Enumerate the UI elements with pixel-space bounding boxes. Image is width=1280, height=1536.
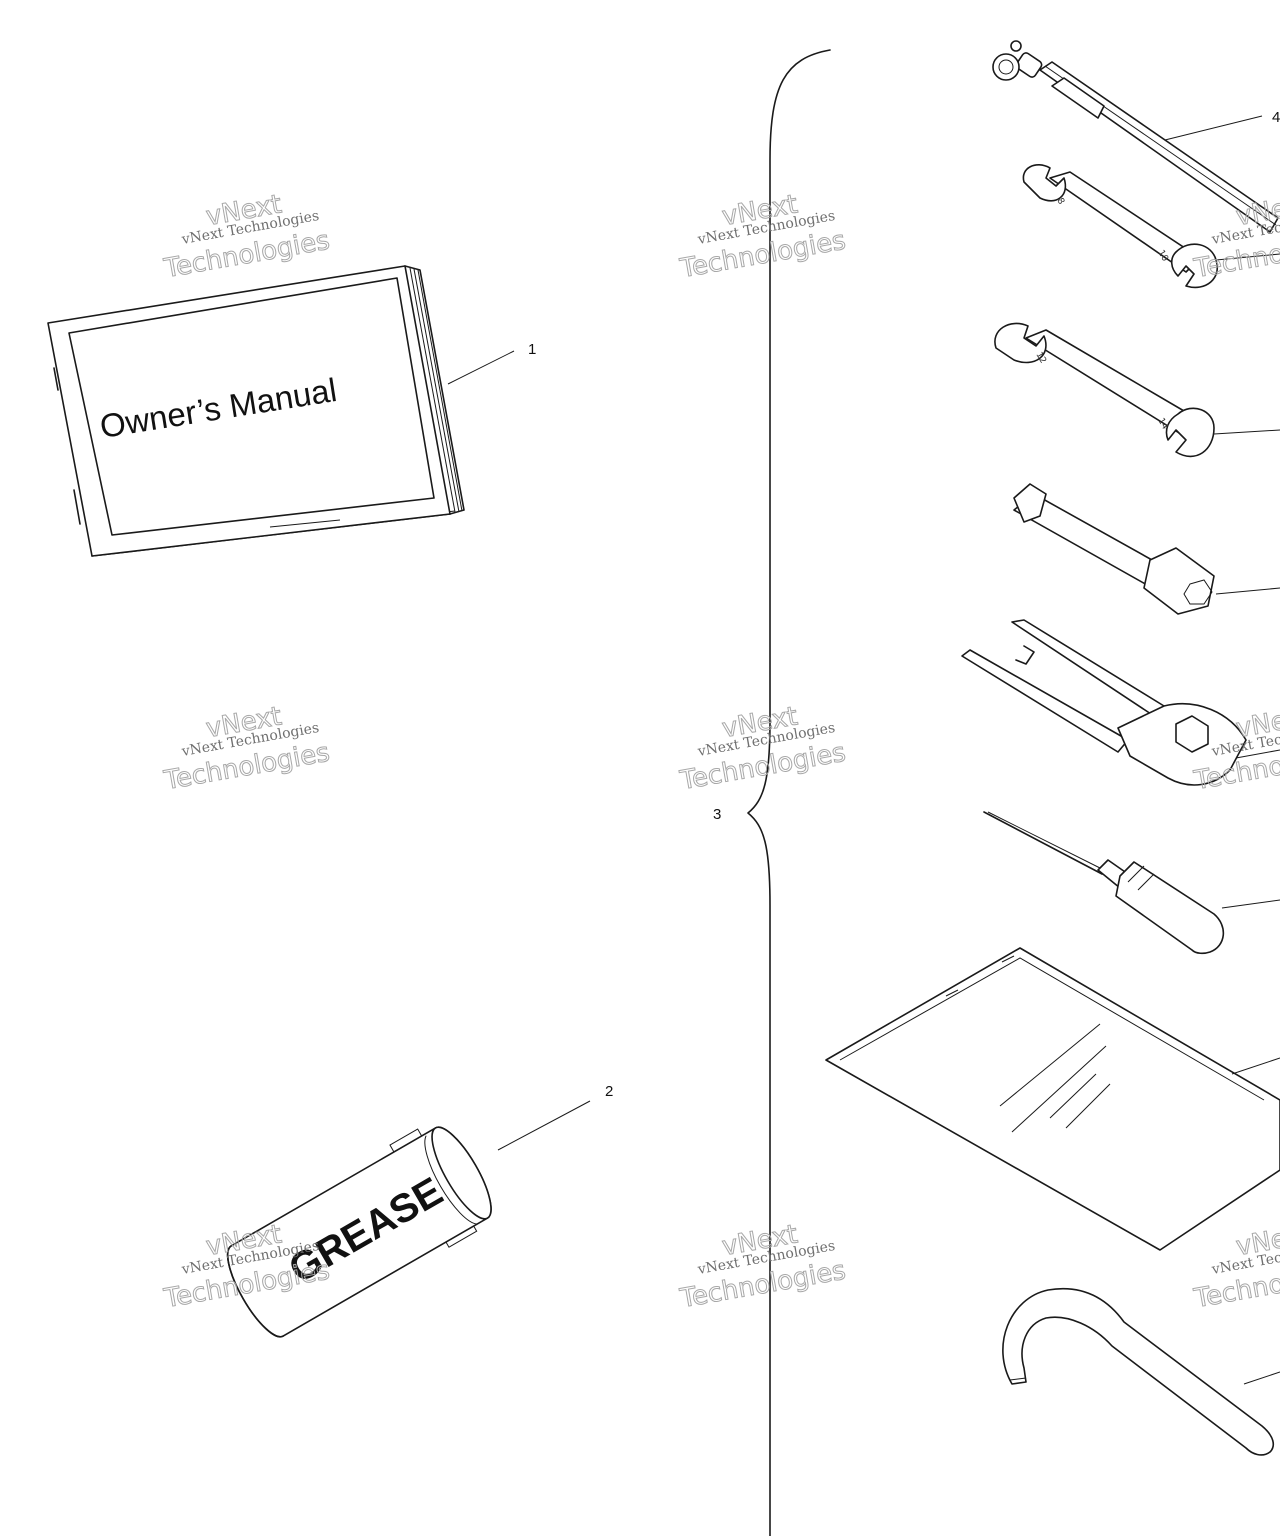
tool-bag bbox=[825, 947, 1280, 1251]
watermark-1: vNext vNext Technologies Technologies bbox=[161, 189, 333, 285]
leader-line-4 bbox=[1164, 115, 1263, 141]
callout-3: 3 bbox=[713, 806, 721, 823]
screwdriver bbox=[983, 811, 1225, 955]
wrench-12x14: 12 14 bbox=[994, 322, 1215, 458]
callout-2: 2 bbox=[605, 1083, 613, 1100]
tool-kit-brace bbox=[747, 49, 831, 1536]
owners-manual-book: Owner’s Manual bbox=[47, 265, 465, 557]
hook-spanner bbox=[1002, 1288, 1275, 1456]
grease-tube: GREASE bbox=[226, 1126, 492, 1338]
leader-line-1 bbox=[447, 350, 515, 385]
leader-line-socket bbox=[1215, 587, 1280, 595]
tool-handle-spanner bbox=[961, 619, 1247, 786]
wrench-8x10: 8 10 bbox=[1022, 164, 1219, 289]
leader-line-bag bbox=[1231, 1057, 1280, 1075]
watermark-8: vNext vNext Technologies Technologies bbox=[677, 1219, 849, 1315]
wrench-mark-12: 12 bbox=[1033, 351, 1047, 366]
leader-line-wrench-1 bbox=[1215, 253, 1280, 261]
watermark-5: vNext vNext Technologies Technologies bbox=[677, 701, 849, 797]
watermark-2: vNext vNext Technologies Technologies bbox=[677, 189, 849, 285]
tire-pressure-gauge bbox=[992, 40, 1279, 233]
callout-4: 4 bbox=[1272, 109, 1280, 126]
watermark-4: vNext vNext Technologies Technologies bbox=[161, 701, 333, 797]
callout-1: 1 bbox=[528, 341, 536, 358]
leader-line-handle bbox=[1235, 749, 1280, 759]
leader-line-screwdriver bbox=[1221, 899, 1280, 909]
leader-line-wrench-2 bbox=[1213, 429, 1280, 435]
leader-line-2 bbox=[497, 1100, 591, 1151]
leader-line-spanner bbox=[1243, 1371, 1280, 1385]
spark-plug-socket bbox=[1013, 483, 1215, 615]
watermark-9: vNext vNext Technologies Technologies bbox=[1191, 1219, 1280, 1315]
wrench-mark-8: 8 bbox=[1054, 197, 1066, 207]
